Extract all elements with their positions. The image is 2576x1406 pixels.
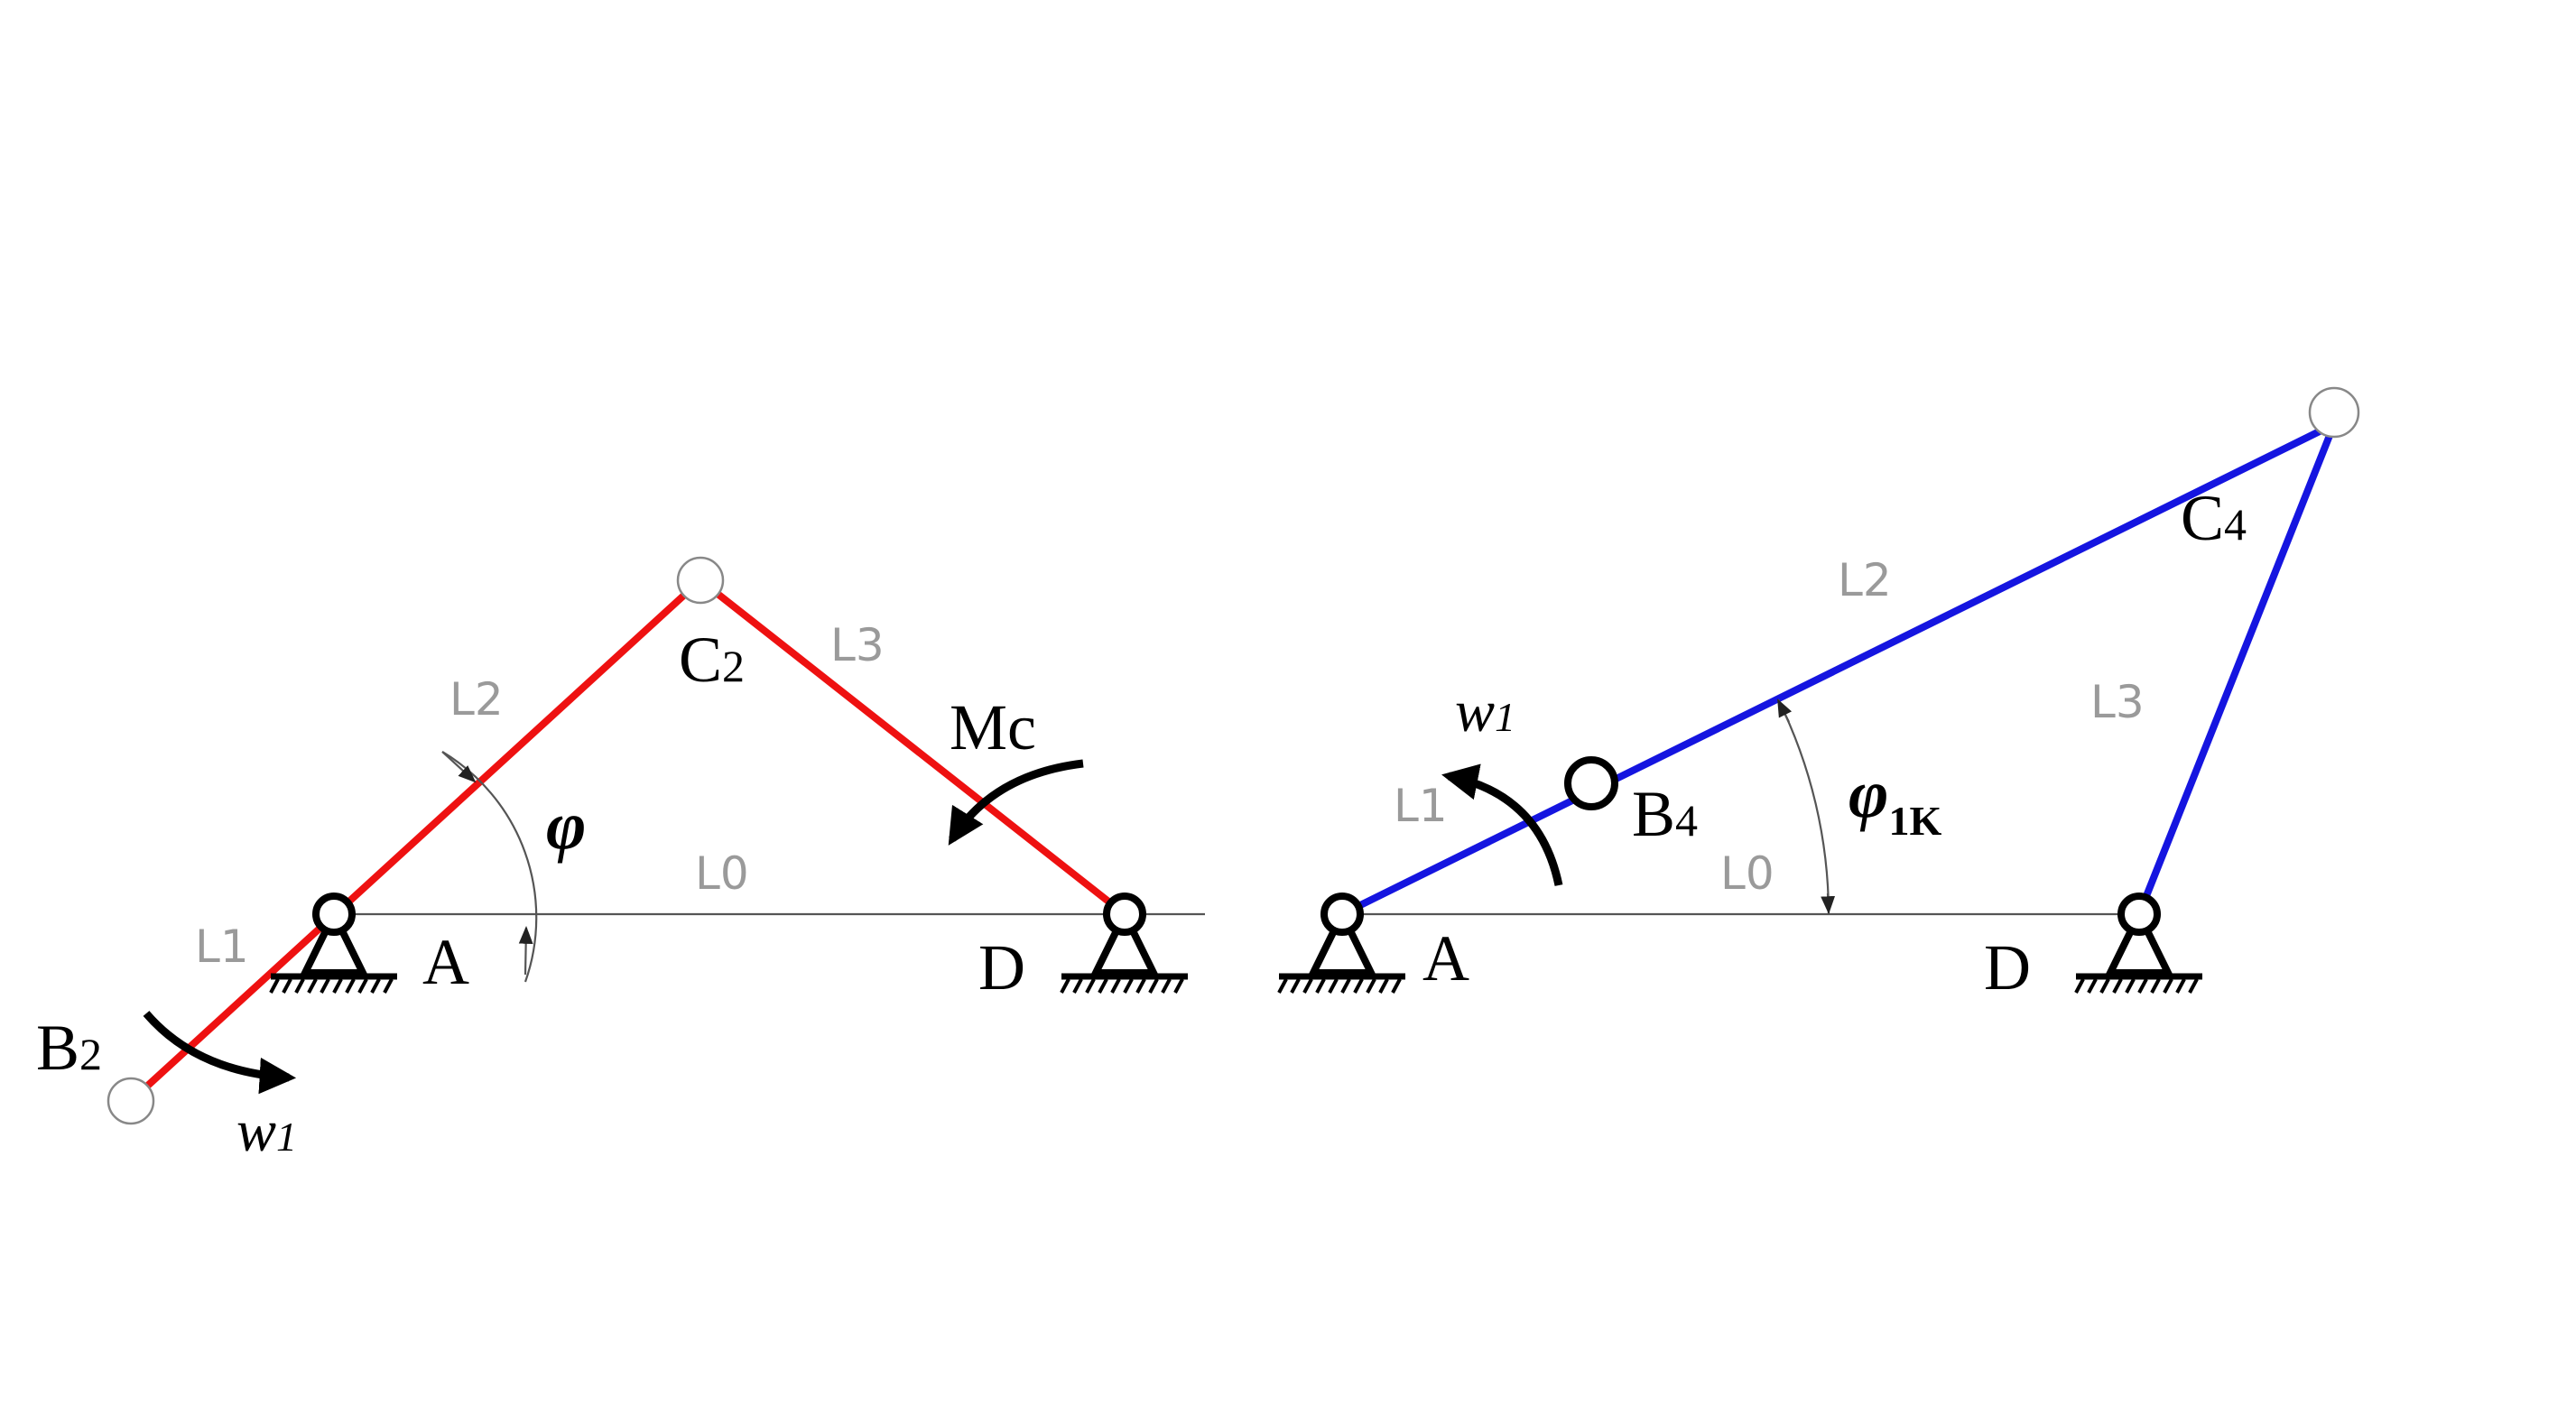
right-joint-b bbox=[1564, 756, 1618, 810]
right-label-l2: L2 bbox=[1838, 554, 1892, 606]
left-support-d bbox=[1060, 893, 1188, 994]
left-support-a bbox=[269, 893, 397, 994]
left-label-phi: φ bbox=[546, 788, 586, 864]
left-label-moment: Mc bbox=[950, 691, 1036, 763]
right-label-w: w1 bbox=[1455, 679, 1515, 745]
left-label-l2: L2 bbox=[449, 673, 504, 726]
right-support-a bbox=[1277, 893, 1405, 994]
left-label-d: D bbox=[978, 931, 1025, 1004]
left-link-cd bbox=[698, 577, 1127, 918]
right-phi-arc bbox=[1777, 698, 1830, 915]
right-support-d bbox=[2074, 893, 2202, 994]
left-joint-b bbox=[107, 1077, 155, 1125]
left-label-b: B2 bbox=[36, 1012, 102, 1084]
right-label-d: D bbox=[1984, 931, 2031, 1004]
left-label-l0: L0 bbox=[695, 847, 749, 900]
left-mechanism: A D B2 C2 L0 L1 L2 L3 φ Mc w1 bbox=[36, 556, 1205, 1164]
left-label-l3: L3 bbox=[830, 619, 885, 671]
right-phi-arrow-top bbox=[1777, 698, 1793, 723]
right-link-cd bbox=[2136, 422, 2338, 916]
right-label-c: C4 bbox=[2181, 482, 2247, 554]
right-phi-arrow-bottom bbox=[1821, 893, 1836, 914]
left-joint-c bbox=[676, 556, 725, 605]
right-label-l1: L1 bbox=[1394, 780, 1448, 832]
right-label-phi: φ1K bbox=[1849, 756, 1941, 844]
left-label-a: A bbox=[422, 926, 469, 998]
left-label-w: w1 bbox=[236, 1098, 297, 1164]
left-phi-arrow-top bbox=[441, 751, 477, 783]
right-w-arrow bbox=[1441, 763, 1563, 886]
right-joint-c bbox=[2308, 386, 2360, 439]
right-link-ac bbox=[1340, 421, 2336, 918]
right-label-b: B4 bbox=[1632, 778, 1698, 850]
left-link-bc bbox=[128, 578, 703, 1104]
right-mechanism: A D B4 C4 L0 L1 L2 L3 φ1K w1 bbox=[1277, 386, 2360, 1004]
left-label-l1: L1 bbox=[195, 920, 249, 973]
left-moment-arrow bbox=[948, 759, 1084, 846]
left-phi-arrow-bottom bbox=[518, 926, 533, 976]
right-label-l0: L0 bbox=[1720, 847, 1774, 900]
left-label-c: C2 bbox=[679, 624, 745, 696]
right-label-a: A bbox=[1422, 922, 1469, 994]
right-label-l3: L3 bbox=[2090, 676, 2145, 728]
left-w-arrow bbox=[143, 1011, 297, 1095]
